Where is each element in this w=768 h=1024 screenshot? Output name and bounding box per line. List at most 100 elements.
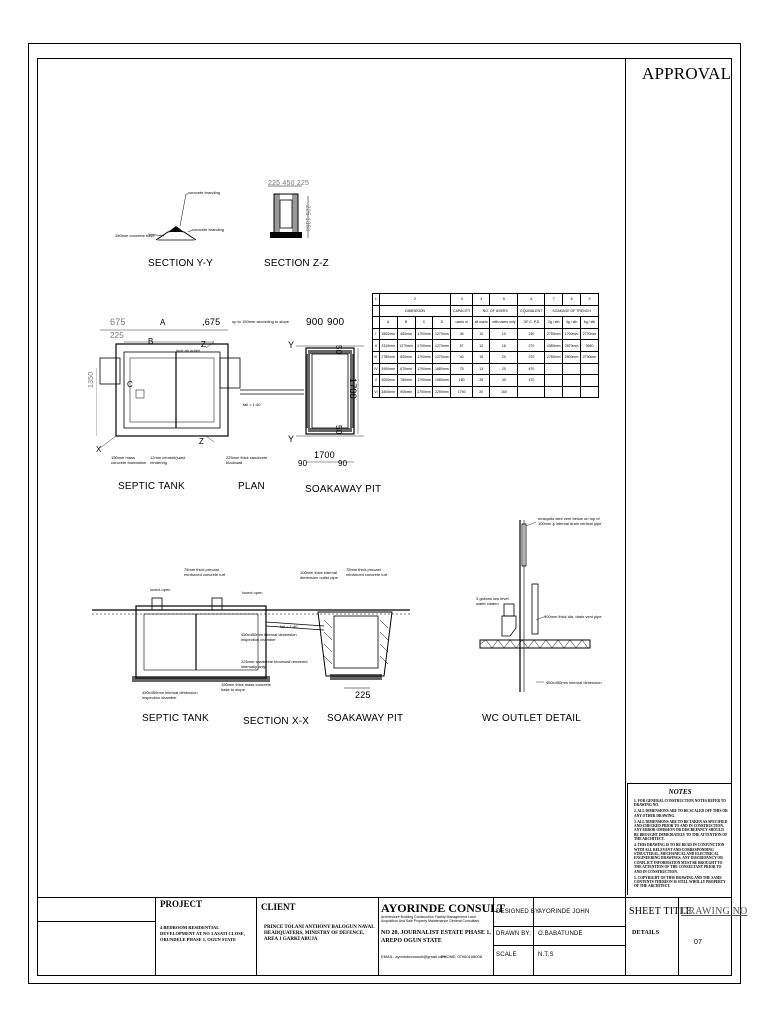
wc-outlet-drawing xyxy=(479,520,591,692)
xx-note-lovect-1: lovect open xyxy=(150,587,171,592)
client-text: PRINCE TOLANI ANTHONY BALOGUN NAVAL HEAD… xyxy=(264,925,375,942)
schedule-cell: 2800mm xyxy=(562,350,582,364)
schedule-col-number: 6 xyxy=(517,293,546,306)
schedule-cell: III xyxy=(372,350,380,364)
schedule-col-number: 4 xyxy=(472,293,491,306)
schedule-cell: 1270mm xyxy=(396,339,416,352)
sheet-inner-frame xyxy=(37,58,732,976)
schedule-cell: 160 xyxy=(489,385,519,399)
plan-dim-a: A xyxy=(160,318,166,327)
schedule-col-number: 1 xyxy=(372,293,380,306)
xx-note-chamber-1: 450x450mm internal dimension inspection … xyxy=(241,632,297,642)
schedule-sub-label: OF C. P.D xyxy=(517,316,546,329)
xx-note-chamber-2: 450x450mm internal dimension inspection … xyxy=(142,690,198,700)
schedule-cell: 180 xyxy=(450,374,474,387)
plan-note-vent: inch air outlet xyxy=(176,348,200,353)
plan-dim-c: C xyxy=(127,380,133,389)
schedule-sub-label: D xyxy=(432,316,452,329)
yy-branding-label-2: concrete branding xyxy=(192,227,225,232)
plan-title: PLAN xyxy=(238,481,265,492)
schedule-sub-label: B xyxy=(396,316,416,329)
tb-row-line-2 xyxy=(493,945,625,946)
tb-divider-4 xyxy=(493,897,494,976)
scale-value: N.T.S xyxy=(538,952,554,958)
schedule-cell: 1750 xyxy=(450,385,474,399)
section-yy-title: SECTION Y-Y xyxy=(148,258,213,269)
wc-note-mosquito: mosquito wire vent below on top of 100mm… xyxy=(538,516,602,526)
schedule-cell xyxy=(580,362,599,376)
xx-note-precast-2: 75mm thick precast reinforced concrete t… xyxy=(346,567,388,577)
schedule-cell: 12 xyxy=(472,339,491,352)
schedule-cell: 2870mm xyxy=(562,339,582,352)
schedule-group-label: CAPACITY xyxy=(450,304,474,318)
soak-dim-50b: 50 xyxy=(334,425,343,435)
notes-list: 1. FOR GENERAL CONSTRUCTION NOTES REFER … xyxy=(634,799,728,890)
schedule-sub-label: 6g / sth xyxy=(580,316,599,329)
schedule-cell: 10 xyxy=(489,327,519,341)
tb-divider-6 xyxy=(625,897,626,976)
schedule-cell: 3960 xyxy=(580,339,599,352)
schedule-sub-label: users m xyxy=(450,316,474,329)
plan-note-fall: fall = 1:40 xyxy=(243,402,261,407)
schedule-cell: 46 xyxy=(450,327,474,341)
soak-dim-50a: 50 xyxy=(334,345,343,355)
section-yy-drawing xyxy=(147,193,197,241)
schedule-cell: 460mm xyxy=(396,327,416,341)
plan-note-blockwall: 225mm thick sandcrete blockwall xyxy=(226,455,268,465)
schedule-cell: 760mm xyxy=(396,374,416,387)
schedule-cell: 20 xyxy=(489,350,519,364)
plan-marker-z2: Z xyxy=(199,437,205,446)
section-xx-drawing xyxy=(92,597,410,689)
firm-email: EMAIL: ayorindeconsult@gmail.com xyxy=(381,954,446,959)
schedule-cell: 4380mm xyxy=(544,339,564,352)
project-head: PROJECT xyxy=(160,899,203,909)
schedule-cell: IV xyxy=(372,362,380,376)
sheet-title-label: SHEET TITLE xyxy=(629,906,693,917)
schedule-cell xyxy=(544,362,564,376)
approval-title: APPROVAL xyxy=(642,64,732,83)
plan-dim-b: B xyxy=(148,337,154,346)
schedule-cell: I xyxy=(372,327,380,341)
zz-dims-top: 225 450 225 xyxy=(268,180,310,187)
drawn-by-label: DRAWN BY: xyxy=(496,931,532,937)
xx-note-precast-1: 75mm thick precast reinforced concrete t… xyxy=(184,567,226,577)
schedule-cell: 1270mm xyxy=(432,350,452,364)
schedule-sub-label: A xyxy=(378,316,398,329)
plan-marker-x: X xyxy=(96,445,102,454)
schedule-cell: 75 xyxy=(450,362,474,376)
tb-row-line-1 xyxy=(493,926,625,927)
project-text: 4 BEDROOM RESIDENTIAL DEVELOPMENT AT NO … xyxy=(160,925,245,942)
schedule-cell: 15 xyxy=(472,350,491,364)
schedule-cell: 800mm xyxy=(396,350,416,364)
schedule-cell: 370 xyxy=(517,350,546,364)
schedule-cell: II xyxy=(372,339,380,352)
schedule-cell: 20 xyxy=(489,362,519,376)
plan-dim-675b: ,675 xyxy=(202,317,221,327)
soak-dim-90a: 90 xyxy=(298,459,308,468)
schedule-cell xyxy=(562,385,582,399)
plan-note-slope: up to 150mm according to slope xyxy=(232,319,289,324)
schedule-cell: 2290mm xyxy=(432,385,452,399)
soak-dim-1700-h: 1700 xyxy=(314,450,335,460)
soak-marker-y1: Y xyxy=(288,340,295,350)
schedule-sub-label: 4g / sth xyxy=(562,316,582,329)
note-item: 5. COPYRIGHT OF THIS DRAWING AND THE SAM… xyxy=(634,875,726,889)
xx-section-title: SECTION X-X xyxy=(243,716,310,727)
section-zz-title: SECTION Z-Z xyxy=(264,258,329,269)
sheet-outer-frame xyxy=(28,43,741,984)
notes-title: NOTES xyxy=(668,788,692,796)
schedule-cell: 2770mm xyxy=(580,327,599,341)
scale-label: SCALE xyxy=(496,952,517,958)
schedule-cell: 270 xyxy=(517,339,546,352)
schedule-cell: 1700mm xyxy=(414,350,434,364)
schedule-cell: 20 xyxy=(472,385,491,399)
title-block-left-line xyxy=(37,921,155,922)
note-item: 4. THIS DRAWING IS TO BE READ IN CONJUNC… xyxy=(634,843,725,874)
schedule-cell: 2780mm xyxy=(544,327,564,341)
xx-note-blockwall: 225mm sandcrete blockwall rendered inter… xyxy=(241,659,308,669)
